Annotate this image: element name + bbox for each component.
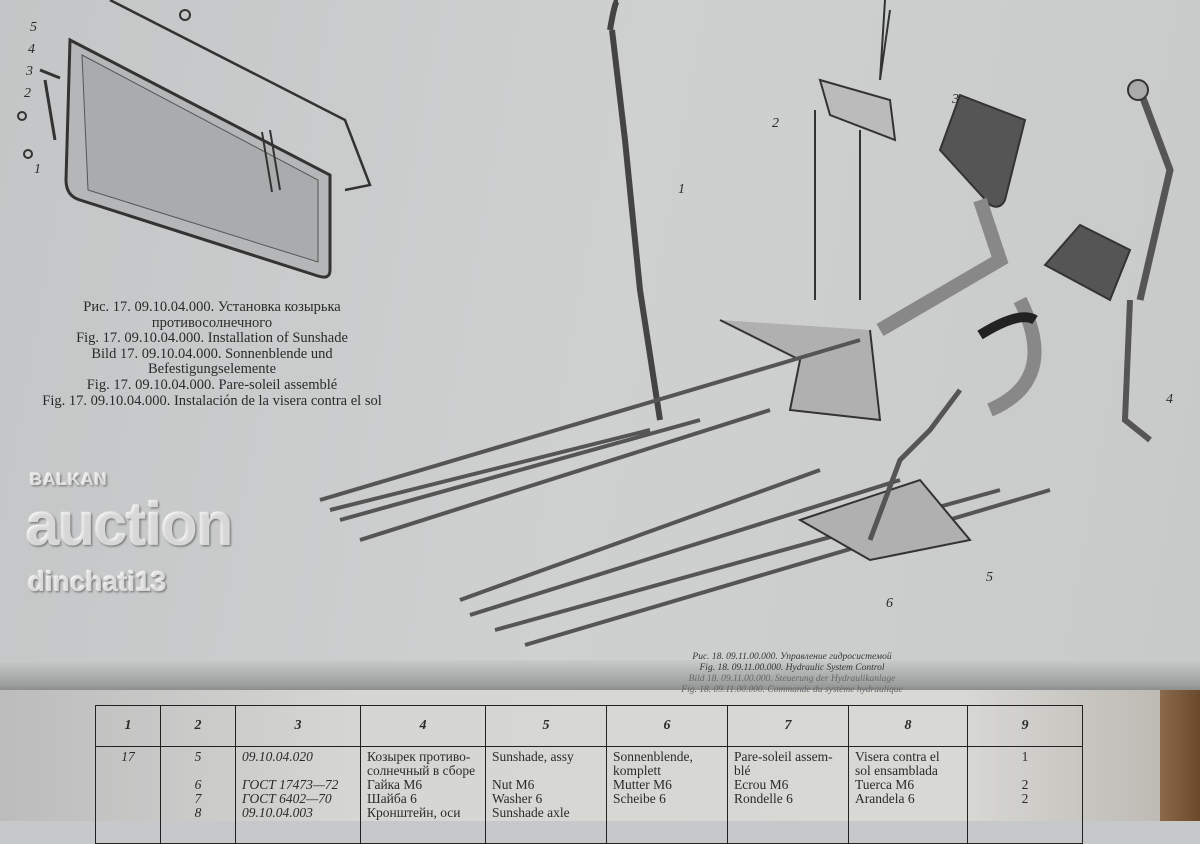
caption-ru: Рис. 17. 09.10.04.000. Установка козырьк… xyxy=(83,299,341,331)
name-en: Nut M6 xyxy=(492,777,535,792)
caption-fr: Fig. 18. 09.11.00.000. Commande du systè… xyxy=(681,685,903,695)
col-header: 3 xyxy=(235,705,361,747)
pos: 6 xyxy=(194,777,202,792)
fig18-callout-2: 2 xyxy=(772,116,779,131)
cell-ru: Козырек противо- солнечный в сборе Гайка… xyxy=(360,746,486,844)
parts-table: 1 2 3 4 5 6 7 8 9 17 5 6 7 8 09.10.04.02… xyxy=(95,705,1083,844)
fig17-callout-5: 5 xyxy=(30,20,37,35)
name-es: Visera contra el xyxy=(855,749,940,764)
fig17-callout-3: 3 xyxy=(26,64,33,79)
name-ru: Шайба 6 xyxy=(367,791,417,806)
hydraulic-control-drawing xyxy=(319,0,1174,647)
qty: 2 xyxy=(1021,777,1029,792)
fig17-callout-4: 4 xyxy=(28,42,35,57)
caption-en: Fig. 17. 09.10.04.000. Installation of S… xyxy=(76,330,348,347)
name-es: sol ensamblada xyxy=(855,763,938,778)
watermark-logo: BALKAN auction dinchati13 xyxy=(20,470,320,620)
col-header: 2 xyxy=(160,705,236,747)
col-header: 5 xyxy=(485,705,607,747)
cell-de: Sonnenblende, komplett Mutter M6 Scheibe… xyxy=(606,746,728,844)
fig18-callout-5: 5 xyxy=(986,570,993,585)
pos: 5 xyxy=(194,749,202,764)
name-ru: Кронштейн, оси xyxy=(367,805,461,820)
part-no: ГОСТ 6402—70 xyxy=(242,791,332,806)
caption-es: Fig. 17. 09.10.04.000. Instalación de la… xyxy=(42,392,382,409)
col-header: 9 xyxy=(967,705,1083,747)
cell-es: Visera contra el sol ensamblada Tuerca M… xyxy=(848,746,968,844)
caption-ru: Рис. 18. 09.11.00.000. Управление гидрос… xyxy=(692,652,892,662)
fig-number: 17 xyxy=(121,749,135,764)
name-ru: Гайка М6 xyxy=(367,777,423,792)
part-no: ГОСТ 17473—72 xyxy=(242,777,339,792)
caption-en: Fig. 18. 09.11.00.000. Hydraulic System … xyxy=(699,663,885,673)
col-header: 1 xyxy=(95,705,161,747)
name-fr: blé xyxy=(734,763,751,778)
fig17-callout-1: 1 xyxy=(34,162,41,177)
name-ru: солнечный в сборе xyxy=(367,763,476,778)
watermark-line: dinchati13 xyxy=(28,566,167,597)
name-en: Sunshade, assy xyxy=(492,749,574,764)
fig18-callout-4: 4 xyxy=(1166,392,1173,407)
fig18-callout-1: 1 xyxy=(678,182,685,197)
name-de: Sonnenblende, xyxy=(613,749,693,764)
cell-part: 09.10.04.020 ГОСТ 17473—72 ГОСТ 6402—70 … xyxy=(235,746,361,844)
fig18-callout-6: 6 xyxy=(886,596,893,611)
caption-de: Bild 18. 09.11.00.000. Steuerung der Hyd… xyxy=(688,674,896,684)
name-fr: Rondelle 6 xyxy=(734,791,793,806)
cell-en: Sunshade, assy Nut M6 Washer 6 Sunshade … xyxy=(485,746,607,844)
pos: 7 xyxy=(194,791,202,806)
name-fr: Ecrou M6 xyxy=(734,777,789,792)
table-header-row: 1 2 3 4 5 6 7 8 9 xyxy=(95,705,1083,747)
fig18-callout-3: 3 xyxy=(952,92,959,107)
caption-de: Bild 17. 09.10.04.000. Sonnenblende und … xyxy=(91,345,333,378)
sunshade-drawing xyxy=(17,0,372,279)
name-en: Washer 6 xyxy=(492,791,543,806)
pos: 8 xyxy=(194,805,202,820)
watermark-line: BALKAN xyxy=(30,470,108,489)
cell-pos: 5 6 7 8 xyxy=(160,746,236,844)
caption-fr: Fig. 17. 09.10.04.000. Pare-soleil assem… xyxy=(86,376,338,393)
name-ru: Козырек противо- xyxy=(367,749,471,764)
name-de: Mutter M6 xyxy=(613,777,672,792)
table-surface xyxy=(1160,690,1200,821)
name-es: Arandela 6 xyxy=(855,791,915,806)
name-de: komplett xyxy=(613,763,661,778)
col-header: 8 xyxy=(848,705,968,747)
part-no: 09.10.04.003 xyxy=(242,805,313,820)
figure18-caption: Рис. 18. 09.11.00.000. Управление гидрос… xyxy=(622,652,962,696)
qty: 2 xyxy=(1021,791,1029,806)
part-no: 09.10.04.020 xyxy=(242,749,313,764)
cell-fig: 17 xyxy=(95,746,161,844)
col-header: 7 xyxy=(727,705,849,747)
col-header: 6 xyxy=(606,705,728,747)
name-es: Tuerca M6 xyxy=(855,777,915,792)
qty: 1 xyxy=(1021,749,1029,764)
name-fr: Pare-soleil assem- xyxy=(734,749,833,764)
col-header: 4 xyxy=(360,705,486,747)
figure17-caption: Рис. 17. 09.10.04.000. Установка козырьк… xyxy=(28,299,396,409)
name-de: Scheibe 6 xyxy=(613,791,666,806)
technical-illustrations xyxy=(17,0,1174,647)
fig17-callout-2: 2 xyxy=(24,86,31,101)
name-en: Sunshade axle xyxy=(492,805,570,820)
cell-fr: Pare-soleil assem- blé Ecrou M6 Rondelle… xyxy=(727,746,849,844)
watermark-line: auction xyxy=(26,491,233,558)
cell-qty: 1 2 2 xyxy=(967,746,1083,844)
table-row: 17 5 6 7 8 09.10.04.020 ГОСТ 17473—72 ГО… xyxy=(95,746,1083,844)
